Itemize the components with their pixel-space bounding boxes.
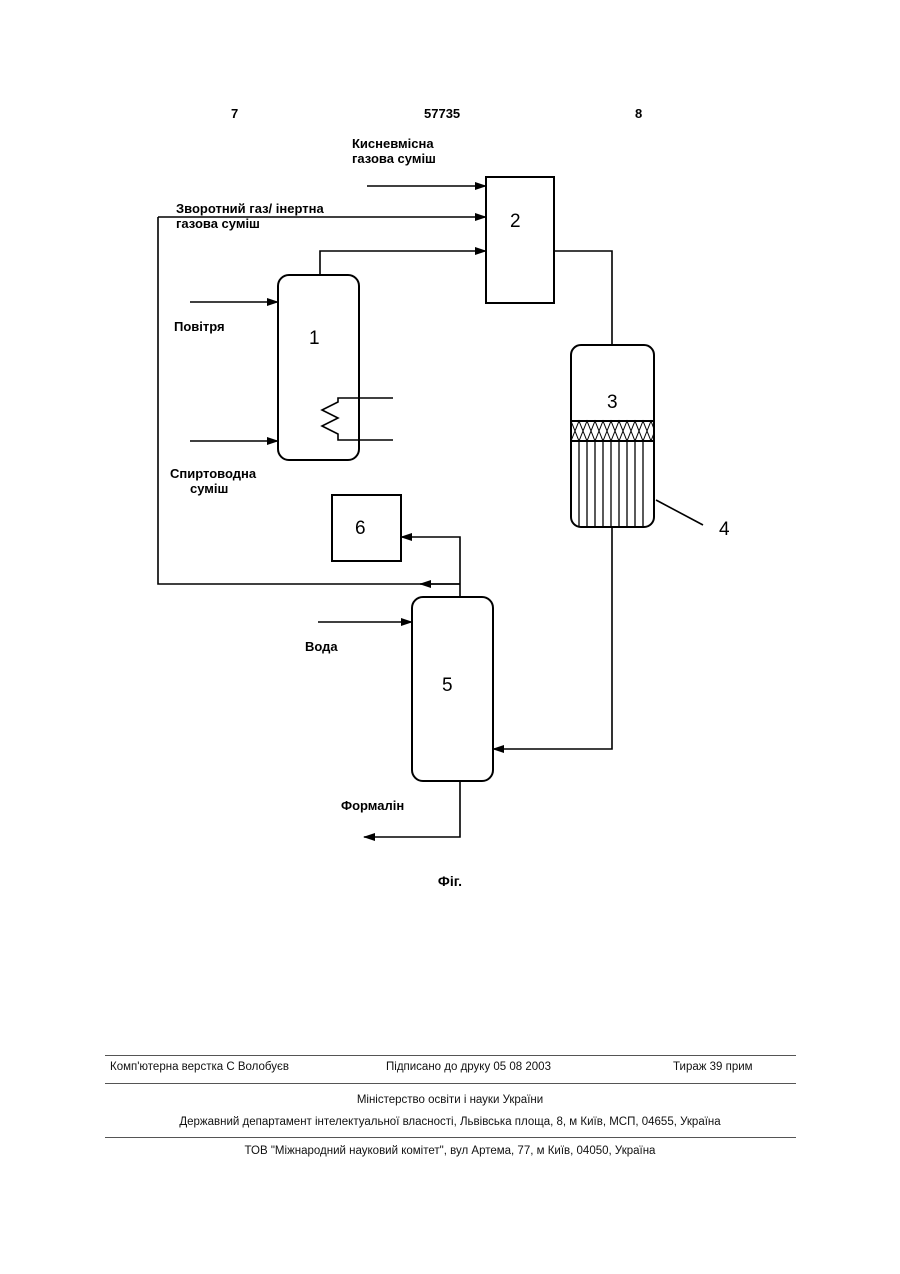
footer-circulation: Тираж 39 прим bbox=[673, 1061, 753, 1073]
unit-1-outlet-line bbox=[320, 251, 486, 276]
figure-caption: Фіг. bbox=[0, 873, 900, 889]
alcohol-mix-label-1: Спиртоводна bbox=[170, 466, 257, 481]
water-label: Вода bbox=[305, 639, 338, 654]
unit-2-to-3-line bbox=[554, 251, 612, 345]
footer-signed: Підписано до друку 05 08 2003 bbox=[386, 1061, 551, 1073]
alcohol-mix-label-2: суміш bbox=[190, 481, 228, 496]
label-4-leader bbox=[656, 500, 703, 525]
return-gas-label-1: Зворотний газ/ інертна bbox=[176, 201, 324, 216]
unit-1-vessel bbox=[278, 275, 359, 460]
formalin-label: Формалін bbox=[341, 798, 404, 813]
oxygen-mix-label-2: газова суміш bbox=[352, 151, 436, 166]
footer-ministry: Міністерство освіти і науки України bbox=[0, 1094, 900, 1106]
unit-2-box bbox=[486, 177, 554, 303]
catalyst-layer bbox=[571, 421, 654, 441]
footer-publisher: ТОВ "Міжнародний науковий комітет", вул … bbox=[0, 1145, 900, 1157]
unit-4-number: 4 bbox=[719, 519, 730, 540]
tube-bundle bbox=[579, 441, 643, 527]
unit-2-number: 2 bbox=[510, 211, 521, 232]
heating-coil bbox=[322, 398, 393, 440]
footer-rule-bottom bbox=[105, 1137, 796, 1138]
footer-department: Державний департамент інтелектуальної вл… bbox=[0, 1116, 900, 1128]
unit-1-number: 1 bbox=[309, 328, 320, 349]
unit-5-number: 5 bbox=[442, 675, 453, 696]
unit-6-box bbox=[332, 495, 401, 561]
return-gas-label-2: газова суміш bbox=[176, 216, 260, 231]
footer-rule-top bbox=[105, 1055, 796, 1056]
unit-6-number: 6 bbox=[355, 518, 366, 539]
unit-3-to-5-line bbox=[493, 527, 612, 749]
air-label: Повітря bbox=[174, 319, 225, 334]
unit-5-to-6-line bbox=[401, 537, 460, 597]
footer-typesetter: Комп'ютерна верстка С Волобуєв bbox=[110, 1061, 289, 1073]
recycle-line bbox=[158, 217, 460, 584]
footer-rule-middle bbox=[105, 1083, 796, 1084]
unit-3-number: 3 bbox=[607, 392, 618, 413]
oxygen-mix-label-1: Кисневмісна bbox=[352, 136, 434, 151]
